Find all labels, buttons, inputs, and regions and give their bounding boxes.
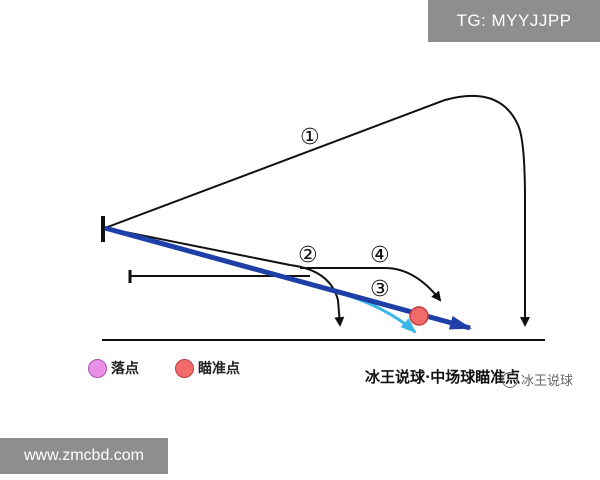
tg-badge: TG: MYYJJPP (428, 0, 600, 42)
label-path-1: ① (300, 125, 320, 150)
wechat-icon (502, 371, 518, 388)
trajectory-path-3-dark (104, 225, 472, 331)
site-badge: www.zmcbd.com (0, 438, 168, 474)
diagram-caption: 冰王说球·中场球瞄准点 (365, 368, 521, 386)
trajectory-path-4 (300, 267, 442, 302)
label-path-3: ③ (370, 277, 390, 302)
trajectory-path-1 (104, 94, 530, 327)
aim-point-marker (409, 306, 429, 326)
label-path-2: ② (298, 243, 318, 268)
legend-item-aim: 瞄准点 (175, 358, 240, 378)
legend-item-landing: 落点 (88, 358, 139, 378)
aim-dot-icon (175, 358, 194, 378)
watermark: 冰王说球 (502, 370, 573, 389)
legend-landing-label: 落点 (111, 361, 139, 377)
legend-aim-label: 瞄准点 (198, 361, 240, 377)
trajectory-path-3-light (104, 226, 417, 334)
watermark-text: 冰王说球 (521, 374, 574, 389)
landing-dot-icon (88, 358, 107, 378)
label-path-4: ④ (370, 243, 390, 268)
trajectory-path-2 (104, 227, 345, 327)
legend: 落点 瞄准点 (88, 358, 240, 378)
